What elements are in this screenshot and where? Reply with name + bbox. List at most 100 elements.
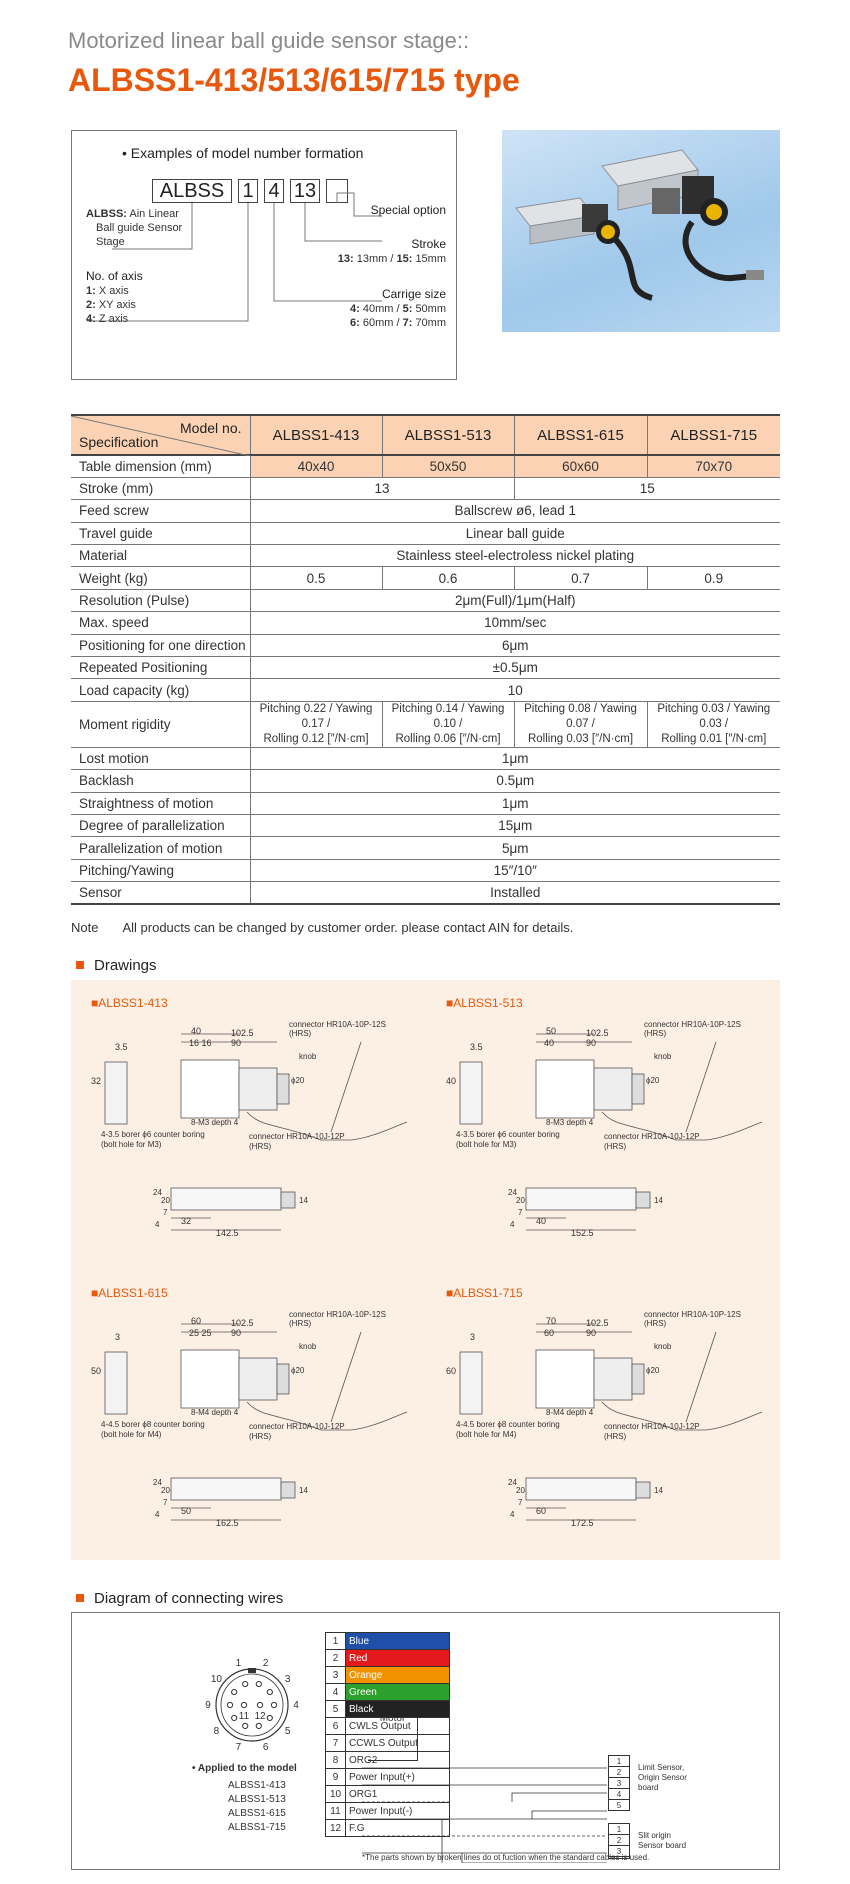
wire-label: Power Input(-) — [345, 1802, 450, 1820]
dim-h2: 20 — [161, 1486, 170, 1495]
connector-pin — [255, 1680, 262, 1688]
dim-base2: 172.5 — [571, 1518, 594, 1528]
dim-h2: 20 — [161, 1196, 170, 1205]
drawing-figure — [459, 1033, 763, 1231]
wire-pin-number: 8 — [325, 1751, 346, 1769]
dim-total: 102.5 — [231, 1318, 254, 1328]
dim-mid: 90 — [231, 1038, 242, 1048]
connector-pin — [226, 1701, 234, 1709]
spec-value: 40x40 — [250, 455, 382, 478]
spec-value: Pitching 0.03 / Yawing 0.03 /Rolling 0.0… — [646, 701, 780, 748]
spec-table: Model no. Specification ALBSS1-413 ALBSS… — [71, 414, 780, 906]
connector-pin-label: 9 — [205, 1700, 211, 1711]
dim-h2: 20 — [516, 1196, 525, 1205]
connector-pin-label: 8 — [214, 1726, 220, 1737]
applied-models: ALBSS1-413 ALBSS1-513 ALBSS1-615 ALBSS1-… — [228, 1779, 286, 1835]
formation-stroke-values: 13: 13mm / 15: 15mm — [337, 253, 446, 265]
dim-h1: 24 — [153, 1478, 162, 1487]
wire-pin-number: 11 — [325, 1802, 346, 1820]
spec-value: 10 — [250, 678, 780, 702]
formation-box-axis: 1 — [238, 179, 258, 203]
wire-label: CWLS Output — [345, 1717, 450, 1735]
dim-top: 60 — [191, 1316, 202, 1326]
board-pin: 3 — [609, 1778, 629, 1789]
knob-label: knob — [299, 1342, 317, 1351]
spec-value: 1μm — [250, 747, 780, 771]
spec-label: Moment rigidity — [71, 701, 251, 748]
wire-pin-number: 3 — [325, 1666, 346, 1684]
wire-label: Green — [345, 1683, 450, 1701]
conn-top-label: connector HR10A-10P-12S(HRS) — [644, 1310, 741, 1328]
spec-value: 0.6 — [381, 566, 514, 590]
wire-pin-number: 9 — [325, 1768, 346, 1786]
phi-label: ϕ20 — [291, 1366, 305, 1375]
formation-box-carriage: 4 — [264, 179, 284, 203]
connector-pin — [242, 1680, 249, 1688]
dim-vertical: 40 — [446, 1076, 457, 1086]
dim-base1: 60 — [536, 1506, 547, 1516]
spec-label: Travel guide — [71, 522, 251, 546]
applied-model: ALBSS1-413 — [228, 1780, 286, 1791]
wire-label: ORG1 — [345, 1785, 450, 1803]
corner-specification: Specification — [79, 434, 159, 450]
connector-pin-label: 2 — [263, 1658, 269, 1669]
spec-value: 15μm — [250, 814, 780, 838]
phi-label: ϕ20 — [646, 1366, 660, 1375]
board-pin: 1 — [609, 1756, 629, 1767]
dim-side: 3 — [115, 1332, 121, 1342]
spec-value: Ballscrew ø6, lead 1 — [250, 499, 780, 523]
corner-model-no: Model no. — [180, 420, 242, 436]
dim-base2: 142.5 — [216, 1228, 239, 1238]
wire-label: F.G — [345, 1819, 450, 1837]
spec-header-row: Model no. Specification ALBSS1-413 ALBSS… — [71, 414, 780, 456]
stage-illustration — [515, 149, 764, 301]
spec-label: Pitching/Yawing — [71, 859, 251, 883]
spec-value: 5μm — [250, 836, 780, 860]
wire-label: ORG2 — [345, 1751, 450, 1769]
spec-value: 13 — [250, 477, 514, 501]
dim-h1: 24 — [508, 1478, 517, 1487]
connector-pin-label: 3 — [285, 1674, 291, 1685]
dim-h5: 14 — [299, 1486, 308, 1495]
spec-label: Max. speed — [71, 611, 251, 635]
connector-pin — [231, 1714, 238, 1722]
drawing-figure — [104, 1033, 408, 1231]
wire-pin-number: 6 — [325, 1717, 346, 1735]
dim-sub: 16 16 — [189, 1038, 212, 1048]
spec-label: Stroke (mm) — [71, 477, 251, 501]
phi-label: ϕ20 — [646, 1076, 660, 1085]
connector-pin-label: 7 — [236, 1742, 242, 1753]
connector-pin — [266, 1688, 273, 1696]
dim-total: 102.5 — [231, 1028, 254, 1038]
wire-pin-number: 10 — [325, 1785, 346, 1803]
connector-pin — [266, 1714, 273, 1722]
dim-h1: 24 — [153, 1188, 162, 1197]
wire-pin-number: 12 — [325, 1819, 346, 1837]
dim-total: 102.5 — [586, 1028, 609, 1038]
dim-h4: 4 — [155, 1220, 160, 1229]
conn-bottom-label: connector HR10A-10J-12P(HRS) — [249, 1132, 345, 1151]
connector-pin-label: 5 — [285, 1726, 291, 1737]
dim-h3: 7 — [163, 1208, 168, 1217]
board-pin: 2 — [609, 1835, 629, 1846]
drawing-title: ■ALBSS1-413 — [91, 996, 168, 1010]
spec-label: Load capacity (kg) — [71, 678, 251, 702]
spec-label: Lost motion — [71, 747, 251, 771]
formation-axis-list: 1: X axis 2: XY axis 4: Z axis — [86, 285, 136, 325]
knob-label: knob — [654, 1052, 672, 1061]
spec-value: Stainless steel-electroless nickel plati… — [250, 544, 780, 568]
model-col-513: ALBSS1-513 — [381, 414, 514, 456]
